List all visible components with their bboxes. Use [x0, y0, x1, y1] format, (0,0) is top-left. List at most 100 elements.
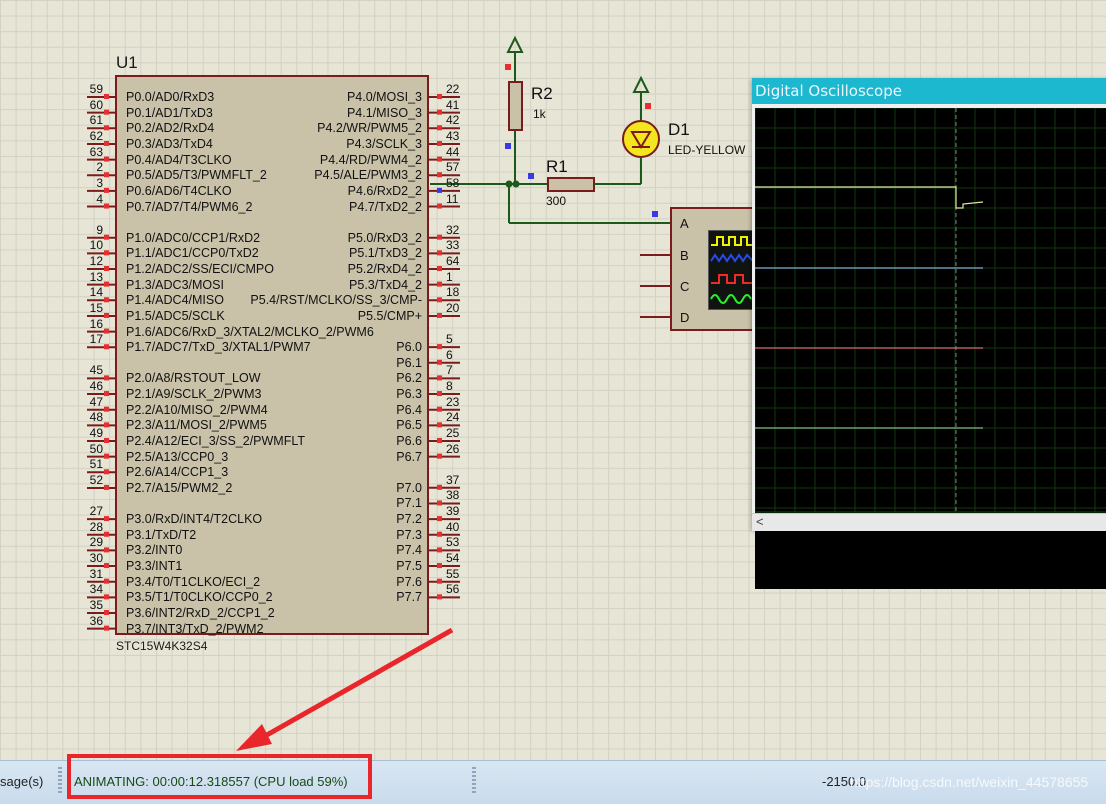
pin-number: 58 — [446, 175, 460, 190]
pin-number: 57 — [446, 160, 460, 175]
pin-number: 64 — [446, 254, 460, 268]
pin-label: P1.2/ADC2/SS/ECI/CMPO — [126, 262, 274, 276]
pin-number: 23 — [446, 394, 460, 409]
pin-state-marker — [104, 563, 109, 569]
pin-label: P4.6/RxD2_2 — [347, 183, 422, 198]
pin-state-marker — [104, 453, 109, 459]
pin-number: 3 — [96, 175, 103, 190]
pin-number: 11 — [446, 191, 459, 206]
simulation-status: ANIMATING: 00:00:12.318557 (CPU load 59%… — [74, 774, 348, 789]
pin-label: P6.1 — [396, 355, 422, 370]
pin-number: 55 — [446, 566, 460, 581]
pin-state-marker — [437, 344, 442, 350]
pin-number: 49 — [89, 426, 103, 440]
pin-label: P1.0/ADC0/CCP1/RxD2 — [126, 230, 261, 245]
pin-number: 37 — [446, 472, 460, 487]
pin-label: P2.4/A12/ECI_3/SS_2/PWMFLT — [126, 434, 306, 448]
pin-state-marker — [437, 266, 442, 271]
oscilloscope-icon — [708, 230, 758, 310]
status-separator — [472, 767, 476, 795]
pin-state-marker — [104, 547, 109, 553]
pin-state-marker — [437, 203, 442, 209]
pin-label: P7.0 — [396, 480, 422, 495]
pin-number: 7 — [446, 363, 453, 378]
pin-state-marker — [437, 156, 442, 162]
pin-state-marker — [437, 297, 442, 303]
pin-label: P4.5/ALE/PWM3_2 — [314, 168, 422, 183]
pin-state-marker — [104, 625, 109, 631]
pin-label: P1.3/ADC3/MOSI — [126, 277, 224, 292]
pin-state-marker — [104, 140, 109, 146]
pin-state-marker — [104, 266, 109, 271]
pin-number: 62 — [89, 128, 103, 143]
pin-number: 63 — [89, 144, 103, 159]
pin-state-marker — [104, 531, 109, 537]
messages-indicator[interactable]: sage(s) — [0, 774, 44, 789]
oscilloscope-display — [755, 108, 1106, 589]
pin-label: P5.0/RxD3_2 — [347, 230, 422, 245]
pin-label: P0.4/AD4/T3CLKO — [126, 152, 232, 167]
pin-label: P7.5 — [396, 559, 422, 574]
channel-d-label: D — [680, 310, 690, 325]
pin-number: 54 — [446, 551, 460, 566]
pin-label: P0.1/AD1/TxD3 — [126, 105, 213, 120]
pin-label: P6.0 — [396, 340, 422, 355]
oscilloscope-scrollbar[interactable]: < — [752, 513, 1106, 531]
microcontroller-u1[interactable] — [115, 75, 429, 635]
pin-state-marker — [437, 594, 442, 600]
pin-label: P3.4/T0/T1CLKO/ECI_2 — [126, 574, 261, 589]
pin-number: 18 — [446, 285, 460, 300]
pin-number: 15 — [89, 300, 103, 315]
scroll-left-button[interactable]: < — [756, 514, 764, 529]
pin-state-marker — [104, 312, 109, 318]
pin-label: P4.0/MOSI_3 — [346, 90, 422, 104]
pin-state-marker — [437, 140, 442, 146]
annotation-highlight-box — [67, 754, 372, 799]
digital-oscilloscope-window[interactable]: Digital Oscilloscope — [752, 78, 1106, 589]
pin-label: P4.7/TxD2_2 — [349, 199, 422, 214]
pin-label: P5.5/CMP+ — [357, 308, 422, 323]
pin-number: 25 — [446, 426, 460, 440]
pin-state-marker — [437, 453, 442, 459]
pin-number: 36 — [89, 613, 103, 628]
r1-reference: R1 — [546, 157, 568, 176]
pin-label: P4.2/WR/PWM5_2 — [317, 121, 422, 136]
pin-state-marker — [104, 610, 109, 615]
resistor-r2 — [508, 81, 523, 131]
r2-reference: R2 — [531, 84, 553, 103]
pin-state-marker — [104, 328, 109, 334]
oscilloscope-title-bar[interactable]: Digital Oscilloscope — [752, 78, 1106, 104]
r2-value: 1k — [533, 107, 546, 121]
pin-state-marker — [437, 375, 442, 381]
pin-state-marker — [104, 344, 109, 350]
pin-label: P3.0/RxD/INT4/T2CLKO — [126, 512, 263, 527]
pin-state-marker — [437, 312, 442, 318]
pin-state-marker — [104, 469, 109, 475]
pin-number: 52 — [89, 472, 103, 487]
pin-number: 34 — [89, 582, 103, 597]
pin-label: P7.6 — [396, 574, 422, 589]
pin-label: P0.6/AD6/T4CLKO — [126, 183, 232, 198]
pin-number: 41 — [446, 97, 460, 112]
channel-a-label: A — [680, 216, 689, 231]
pin-state-marker — [104, 250, 109, 256]
pin-state-marker — [437, 578, 442, 584]
power-terminal-icon — [632, 75, 650, 93]
pin-number: 10 — [89, 238, 103, 253]
pin-label: P4.1/MISO_3 — [346, 105, 422, 120]
pin-label: P6.2 — [396, 371, 422, 386]
pin-state-marker — [104, 484, 109, 490]
pin-label: P0.7/AD7/T4/PWM6_2 — [126, 199, 253, 214]
pin-number: 8 — [446, 379, 453, 394]
pin-state-marker — [437, 563, 442, 569]
pin-state-marker — [104, 406, 109, 412]
pin-state-marker — [437, 422, 442, 428]
pin-state-marker — [437, 281, 442, 287]
pin-state-marker — [104, 125, 109, 131]
pin-number: 28 — [89, 519, 103, 534]
pin-number: 51 — [89, 457, 103, 472]
channel-a-trace — [755, 186, 984, 209]
pin-number: 6 — [446, 347, 453, 362]
pin-number: 2 — [96, 160, 103, 175]
